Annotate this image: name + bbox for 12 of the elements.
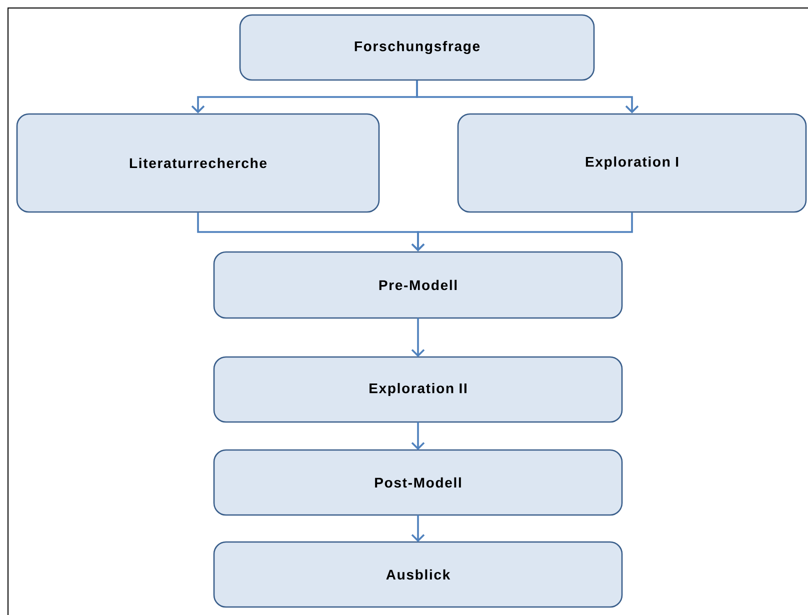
process-box: Pre-Modell <box>213 251 623 319</box>
arrow <box>411 212 633 252</box>
arrow <box>411 515 425 542</box>
arrow <box>416 80 639 114</box>
process-box: Literaturrecherche <box>16 113 380 213</box>
arrow <box>411 318 425 357</box>
process-box: Exploration I <box>457 113 807 213</box>
process-box: Ausblick <box>213 541 623 608</box>
arrow <box>411 422 425 450</box>
process-box: Post-Modell <box>213 449 623 516</box>
process-box: Forschungsfrage <box>239 14 595 81</box>
process-box: Exploration II <box>213 356 623 423</box>
